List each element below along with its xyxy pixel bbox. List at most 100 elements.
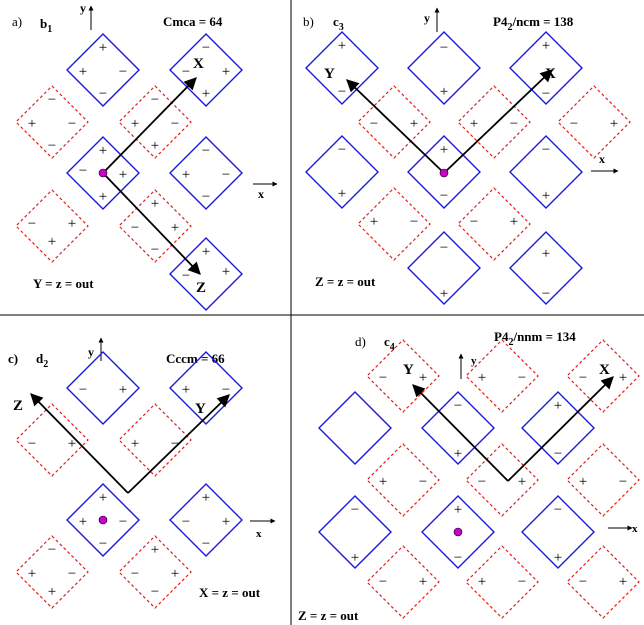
panel-b-condition: Z = z = out	[315, 274, 376, 289]
panel-a-cell-8-minus-sign: −	[131, 220, 139, 236]
panel-b-cell-12-minus-sign: −	[440, 240, 448, 256]
panel-b-cell-8-minus-sign: −	[440, 188, 448, 204]
panel-a-cell-9-plus-sign: +	[202, 244, 210, 260]
panel-d-cell-13-plus-sign: +	[419, 574, 427, 590]
panel-c-cell-3-minus-sign: −	[28, 436, 36, 452]
panel-d-cell-10-minus-sign: −	[351, 502, 359, 518]
panel-b-solid-cell-2	[407, 31, 481, 105]
panel-d: d) c4 P42/nnm = 134 y x −++−−+−++−+−−++−…	[298, 329, 640, 623]
panel-d-solid-cell-12	[521, 495, 595, 569]
panel-a-vector-z-label: Z	[196, 280, 206, 296]
panel-d-vector-x-label: X	[599, 362, 610, 378]
panel-c-cell-4-minus-sign: −	[171, 436, 179, 452]
panel-a-cell-1-minus-sign: −	[119, 64, 127, 80]
panel-b-solid-cell-3	[509, 31, 583, 105]
panel-c-cell-5-minus-sign: −	[119, 514, 127, 530]
panel-b-vector-x	[443, 69, 553, 174]
panel-d-cell-1-minus-sign: −	[379, 370, 387, 386]
panel-d-vector-y-label: Y	[403, 362, 414, 378]
panel-d-solid-cell-10	[318, 495, 392, 569]
panel-d-solid-cell-11	[421, 495, 495, 569]
panel-a-cell-6-minus-sign: −	[222, 167, 230, 183]
panel-b-cell-3-plus-sign: +	[542, 38, 550, 54]
panel-b-cell-12-plus-sign: +	[440, 286, 448, 302]
panel-d-cell-13-minus-sign: −	[379, 574, 387, 590]
panel-a-cell-2-minus-sign: −	[182, 64, 190, 80]
panel-a-cell-8-minus-sign: −	[151, 242, 159, 258]
panel-a-cell-3-minus-sign: −	[48, 92, 56, 108]
panel-c-solid-cell-5	[66, 483, 140, 557]
panel-c-space-group: Cccm = 66	[166, 351, 225, 366]
panel-c-label: c)	[8, 351, 18, 366]
panel-d-cell-6-minus-sign: −	[554, 446, 562, 462]
panel-d-solid-cell-5	[421, 391, 495, 465]
panel-d-dashed-cell-3	[566, 339, 640, 413]
panel-b: b) c3 P42/ncm = 138 y x +−−++−−++−−+−++−…	[303, 7, 631, 305]
panel-a-cell-8-plus-sign: +	[171, 220, 179, 236]
panel-c-dashed-cell-4	[118, 403, 192, 477]
panel-d-y-axis-label: y	[471, 355, 477, 367]
panel-c-dashed-cell-3	[15, 403, 89, 477]
panel-c-cell-7-minus-sign: −	[48, 542, 56, 558]
panel-b-solid-cell-9	[509, 135, 583, 209]
panel-d-dashed-cell-1	[366, 339, 440, 413]
panel-c-cell-8-minus-sign: −	[151, 584, 159, 600]
panel-a-solid-cell-2	[169, 33, 243, 107]
panel-b-cell-5-plus-sign: +	[470, 116, 478, 132]
panel-c-cell-1-minus-sign: −	[79, 382, 87, 398]
panel-d-dashed-cell-13	[366, 545, 440, 619]
panel-b-dashed-cell-4	[357, 85, 431, 159]
panel-d-dashed-cell-7	[366, 443, 440, 517]
panel-d-cell-11-plus-sign: +	[454, 502, 462, 518]
panel-d-cell-6-plus-sign: +	[554, 398, 562, 414]
panel-a-solid-cell-6	[169, 136, 243, 210]
panel-b-cell-8-plus-sign: +	[440, 142, 448, 158]
panel-c-cell-8-plus-sign: +	[151, 542, 159, 558]
panel-b-solid-cell-7	[305, 135, 379, 209]
panel-a-cell-7-minus-sign: −	[28, 216, 36, 232]
panel-c-cell-2-minus-sign: −	[222, 382, 230, 398]
panel-a-cell-4-minus-sign: −	[151, 92, 159, 108]
panel-a-cell-3-plus-sign: +	[28, 116, 36, 132]
panel-d-dashed-cell-14	[465, 545, 539, 619]
panel-a-cell-6-plus-sign: +	[182, 167, 190, 183]
panel-a-condition: Y = z = out	[33, 276, 94, 291]
panel-b-cell-13-plus-sign: +	[542, 246, 550, 262]
panel-d-cell-9-plus-sign: +	[579, 474, 587, 490]
panel-a-cell-5-plus-sign: +	[99, 189, 107, 205]
panel-b-vector-y-label: Y	[324, 66, 335, 82]
panel-c-y-axis-label: y	[88, 345, 94, 359]
panel-c-cell-6-minus-sign: −	[182, 514, 190, 530]
panel-d-cell-1-plus-sign: +	[419, 370, 427, 386]
panel-c-vector-y	[127, 394, 230, 494]
panel-b-cell-7-minus-sign: −	[338, 142, 346, 158]
panel-c-solid-cell-1	[66, 351, 140, 425]
panel-a-cell-1-plus-sign: +	[99, 40, 107, 56]
panel-d-condition: Z = z = out	[298, 608, 359, 623]
panel-d-cell-3-plus-sign: +	[619, 370, 627, 386]
panel-c-dashed-cell-8	[118, 535, 192, 609]
panel-a-cell-4-minus-sign: −	[171, 116, 179, 132]
panel-d-dashed-cell-9	[566, 443, 640, 517]
panel-b-cell-6-minus-sign: −	[570, 116, 578, 132]
panel-a-cell-2-plus-sign: +	[202, 86, 210, 102]
panel-a-cell-8-plus-sign: +	[151, 196, 159, 212]
panel-c-vector-z-label: Z	[13, 398, 23, 414]
panel-b-vector-y	[346, 79, 445, 174]
panel-a-cell-5-minus-sign: −	[79, 163, 87, 179]
panel-d-cell-8-minus-sign: −	[478, 474, 486, 490]
panel-b-space-group: P42/ncm = 138	[493, 14, 574, 33]
panel-b-solid-cell-8	[407, 135, 481, 209]
panel-c-cell-1-plus-sign: +	[119, 382, 127, 398]
panel-a-solid-cell-5	[66, 136, 140, 210]
panel-b-dashed-cell-5	[457, 85, 531, 159]
panel-a-solid-cell-1	[66, 33, 140, 107]
panel-c-cell-5-plus-sign: +	[79, 514, 87, 530]
panel-a-cell-2-minus-sign: −	[202, 40, 210, 56]
panel-a: a) b1 Cmca = 64 y x ++−−−−++−+−−−+−++−++…	[12, 1, 278, 311]
panel-b-cell-10-minus-sign: −	[410, 214, 418, 230]
panel-b-label: b)	[303, 14, 314, 29]
panel-a-irrep: b1	[40, 16, 52, 35]
panel-b-cell-2-minus-sign: −	[440, 40, 448, 56]
panel-c-cell-8-minus-sign: −	[131, 566, 139, 582]
